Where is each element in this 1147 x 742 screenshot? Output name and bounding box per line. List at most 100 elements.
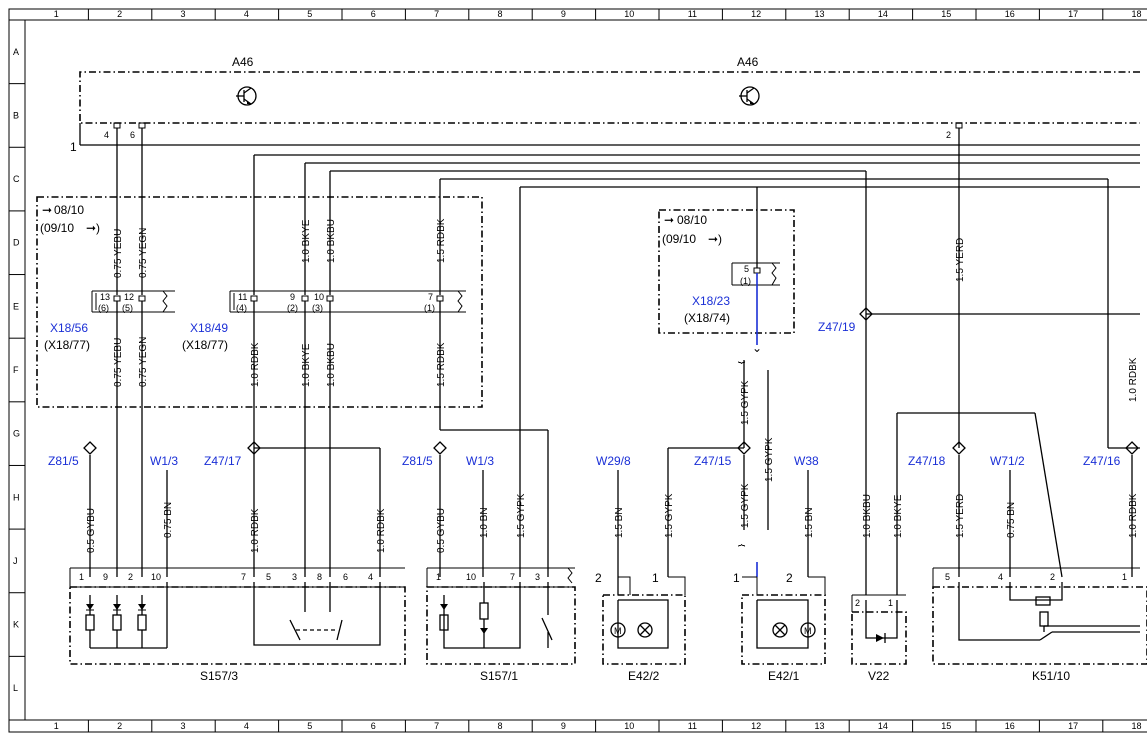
grid-column-label: 14 bbox=[878, 721, 888, 731]
splice-icon bbox=[1125, 441, 1139, 455]
wire-label: 1.0 RDBK bbox=[1128, 357, 1139, 402]
grid-column-label: 10 bbox=[624, 721, 634, 731]
wires-middle bbox=[116, 301, 549, 577]
wire-label: 1.0 BKBU bbox=[326, 219, 337, 263]
wire-label: 1.0 BKBU bbox=[862, 494, 873, 538]
pin-no: 6 bbox=[343, 572, 348, 582]
grid-column-label: 4 bbox=[244, 9, 249, 19]
w29-8: W29/8 bbox=[596, 454, 631, 468]
wire-label: 0.5 GYBU bbox=[86, 508, 97, 553]
lower-wire-labels: 0.5 GYBU 0.75 BN 1.0 RDBK 1.0 RDBK 0.5 G… bbox=[86, 380, 1139, 553]
wire-label: 1.0 RDBK bbox=[1128, 493, 1139, 538]
grid-column-label: 13 bbox=[815, 9, 825, 19]
x18-56-label: X18/56 bbox=[50, 321, 88, 335]
wire-label: 1.5 BN bbox=[804, 507, 815, 538]
pin-no: 1 bbox=[436, 572, 441, 582]
grid-column-label: 2 bbox=[117, 721, 122, 731]
arrow-icon: ➞ bbox=[42, 203, 52, 217]
x18-49-label: X18/49 bbox=[190, 321, 228, 335]
pin-no: 3 bbox=[535, 572, 540, 582]
motor-icon: M bbox=[610, 622, 626, 638]
sheet-frame bbox=[8, 8, 1147, 733]
grid-column-label: 13 bbox=[815, 721, 825, 731]
wire-label: 1.0 BKBU bbox=[326, 343, 337, 387]
splice-icon bbox=[952, 441, 966, 455]
pin-no: 2 bbox=[595, 571, 602, 585]
splice-icon bbox=[737, 441, 751, 455]
pin-3: (3) bbox=[312, 303, 323, 313]
pin-no: 3 bbox=[292, 572, 297, 582]
wire-label: 1.5 GYPK bbox=[764, 437, 775, 482]
wire-label: 1.0 BN bbox=[479, 507, 490, 538]
splice-icon bbox=[433, 441, 447, 455]
pin-no: 1 bbox=[652, 571, 659, 585]
grid-column-label: 11 bbox=[688, 9, 697, 19]
pin-12: 12 bbox=[124, 292, 134, 302]
w71-2: W71/2 bbox=[990, 454, 1025, 468]
grid-row-label: H bbox=[13, 492, 20, 502]
grid-column-label: 1 bbox=[54, 9, 59, 19]
grid-column-label: 10 bbox=[624, 9, 634, 19]
grid-column-label: 16 bbox=[1005, 9, 1015, 19]
pin-7: 7 bbox=[428, 292, 433, 302]
led-icon bbox=[85, 595, 95, 648]
a46-pin-1: 1 bbox=[70, 140, 77, 154]
grid-row-label: D bbox=[13, 238, 20, 248]
grid-row-label: G bbox=[13, 429, 20, 439]
z47-15: Z47/15 bbox=[694, 454, 732, 468]
z47-18: Z47/18 bbox=[908, 454, 946, 468]
right-range-box: ➞ 08/10 (09/10 ➞) 5 (1) X18/23 (X18/74) bbox=[658, 209, 795, 334]
svg-text:M: M bbox=[614, 626, 622, 636]
grid-column-label: 15 bbox=[941, 721, 951, 731]
pin-no: 7 bbox=[510, 572, 515, 582]
grid-column-label: 8 bbox=[498, 9, 503, 19]
wire-break-icon: ⌄ bbox=[752, 341, 762, 355]
grid-row-label: J bbox=[13, 556, 18, 566]
grid-row-label: F bbox=[13, 365, 19, 375]
grid-row-label: K bbox=[13, 620, 19, 630]
grid-column-label: 18 bbox=[1132, 9, 1142, 19]
splice-icon bbox=[247, 441, 261, 455]
pin-no: 7 bbox=[241, 572, 246, 582]
pin-1: (1) bbox=[424, 303, 435, 313]
x18-49-alt: (X18/77) bbox=[182, 338, 228, 352]
bus-wires bbox=[116, 128, 1140, 595]
lamp-icon bbox=[772, 622, 788, 638]
grid-column-label: 12 bbox=[751, 721, 761, 731]
pin-no: 2 bbox=[855, 598, 860, 608]
left-range-arrow: 08/10 bbox=[54, 203, 84, 217]
lower-wires bbox=[89, 360, 1140, 595]
pin-4: (4) bbox=[236, 303, 247, 313]
brace-icon: ⏞ bbox=[738, 544, 746, 558]
arrow-icon: ➞) bbox=[708, 232, 722, 246]
motor-icon: M bbox=[800, 622, 816, 638]
point-labels: Z81/5 W1/3 Z47/17 Z81/5 W1/3 W29/8 Z47/1… bbox=[48, 320, 1121, 468]
grid-row-label: E bbox=[13, 301, 19, 311]
svg-text:M: M bbox=[804, 626, 812, 636]
pin-6: (6) bbox=[98, 303, 109, 313]
grid-column-label: 7 bbox=[434, 721, 439, 731]
pin-no: 4 bbox=[368, 572, 373, 582]
x18-23-label: X18/23 bbox=[692, 294, 730, 308]
component-e42-1: 1 2 M bbox=[733, 571, 826, 665]
a46-label-left: A46 bbox=[232, 55, 254, 69]
wire-label: 0.75 YEBU bbox=[113, 338, 124, 387]
wire-label: 0.75 YEGN bbox=[138, 337, 149, 387]
z81-5-mid: Z81/5 bbox=[402, 454, 433, 468]
pin-13: 13 bbox=[100, 292, 110, 302]
wire-label: 1.5 GYPK bbox=[740, 483, 751, 528]
relay-icon bbox=[1035, 596, 1140, 641]
pin-no: 10 bbox=[151, 572, 161, 582]
w38: W38 bbox=[794, 454, 819, 468]
wire-label: 0.75 BN bbox=[163, 502, 174, 538]
wire-label: 0.75 YEGN bbox=[138, 228, 149, 278]
component-s157-1: 1 10 7 3 bbox=[426, 567, 576, 665]
pin-1: (1) bbox=[740, 276, 751, 286]
grid-column-label: 1 bbox=[54, 721, 59, 731]
pin-no: 4 bbox=[998, 572, 1003, 582]
wire-label: 1.0 RDBK bbox=[250, 508, 261, 553]
grid-column-label: 17 bbox=[1068, 721, 1078, 731]
grid-column-label: 15 bbox=[941, 9, 951, 19]
led-icon bbox=[112, 595, 122, 648]
